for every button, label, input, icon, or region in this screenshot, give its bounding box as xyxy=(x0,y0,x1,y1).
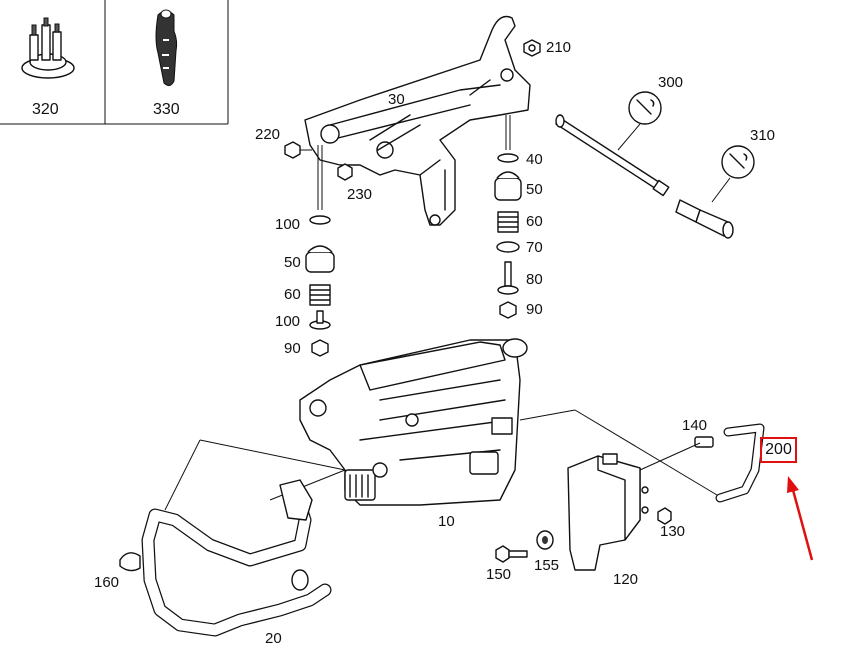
callout-300: 300 xyxy=(658,74,684,91)
inset-label-330: 330 xyxy=(153,101,180,118)
nut-210-image xyxy=(523,39,541,57)
nut-130-image xyxy=(657,507,672,525)
callout-100-top: 100 xyxy=(275,216,301,233)
callout-155: 155 xyxy=(534,557,560,574)
callout-210: 210 xyxy=(546,39,572,56)
callout-50-right: 50 xyxy=(526,181,543,198)
seal-330-image xyxy=(155,9,178,87)
arrow-indicator xyxy=(787,476,814,561)
callout-10: 10 xyxy=(438,513,455,530)
callout-120: 120 xyxy=(613,571,639,588)
bolt-150-image xyxy=(495,545,528,563)
callout-80: 80 xyxy=(526,271,543,288)
fitting-310-image xyxy=(675,199,734,239)
connector-320-image xyxy=(21,17,75,79)
callout-60-right: 60 xyxy=(526,213,543,230)
callout-220: 220 xyxy=(255,126,281,143)
inset-table xyxy=(0,0,229,125)
callout-150: 150 xyxy=(486,566,512,583)
callout-200-highlighted: 200 xyxy=(760,437,797,463)
callout-230: 230 xyxy=(347,186,373,203)
compressor-10-image xyxy=(299,338,528,506)
valve-block-120-image xyxy=(567,442,701,571)
callout-90-right: 90 xyxy=(526,301,543,318)
pipe-200-image xyxy=(715,423,765,503)
rod-300-image xyxy=(555,114,670,197)
fitting-140-image xyxy=(694,436,714,448)
callout-140: 140 xyxy=(682,417,708,434)
callout-70: 70 xyxy=(526,239,543,256)
wrench-icon xyxy=(711,145,755,203)
callout-60-left: 60 xyxy=(284,286,301,303)
callout-30: 30 xyxy=(388,91,405,108)
callout-50-left: 50 xyxy=(284,254,301,271)
mount-stack-right xyxy=(494,115,522,319)
callout-310: 310 xyxy=(750,127,776,144)
nut-230-image xyxy=(337,163,353,181)
wrench-icon xyxy=(617,91,662,151)
callout-20: 20 xyxy=(265,630,282,647)
hose-20-image xyxy=(141,479,332,637)
callout-160: 160 xyxy=(94,574,120,591)
mount-stack-left xyxy=(305,145,335,357)
inset-label-320: 320 xyxy=(32,101,59,118)
callout-130: 130 xyxy=(660,523,686,540)
bolt-220-image xyxy=(284,141,312,159)
grommet-155-image xyxy=(536,530,554,550)
callout-100-bottom: 100 xyxy=(275,313,301,330)
bracket-30-image xyxy=(304,15,531,226)
clamp-160-image xyxy=(119,552,141,572)
callout-90-left: 90 xyxy=(284,340,301,357)
callout-40: 40 xyxy=(526,151,543,168)
